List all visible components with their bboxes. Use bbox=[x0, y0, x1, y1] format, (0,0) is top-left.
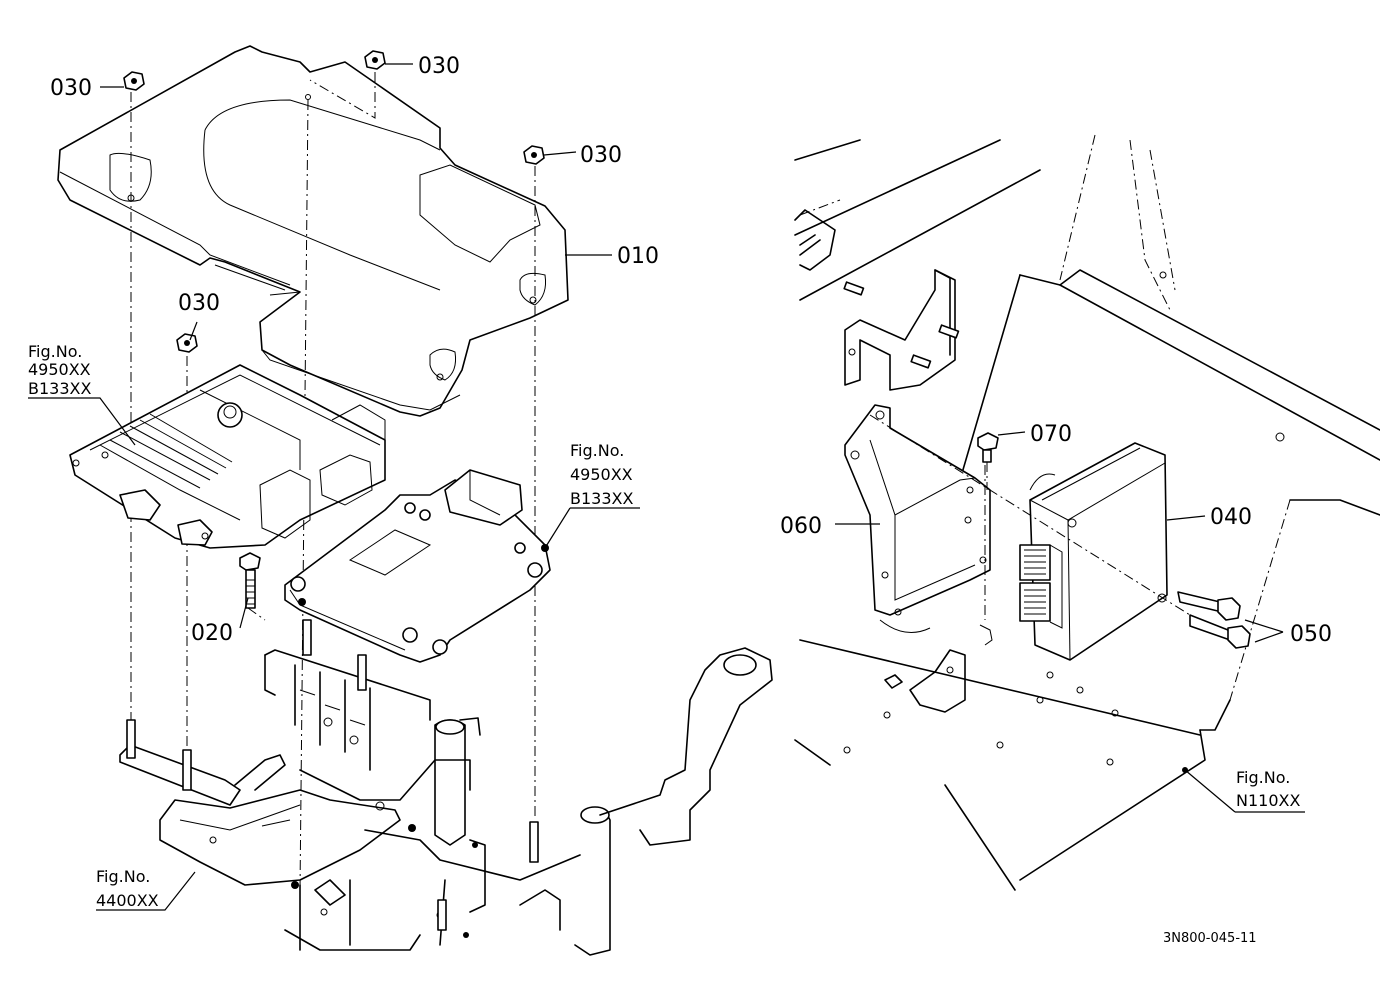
callout-060: 060 bbox=[780, 514, 822, 539]
bolts-050 bbox=[1177, 591, 1251, 649]
nut-icon bbox=[523, 145, 545, 165]
nut-icon bbox=[123, 71, 145, 91]
bracket-060 bbox=[844, 404, 993, 646]
nut-icon bbox=[364, 50, 386, 70]
cover-010 bbox=[57, 45, 569, 417]
leader-lines bbox=[28, 63, 1305, 911]
nut-030-group bbox=[123, 50, 545, 353]
fig-ref-number: B133XX bbox=[570, 489, 633, 508]
fig-ref-number: B133XX bbox=[28, 379, 91, 398]
callout-040: 040 bbox=[1210, 505, 1252, 530]
fig-ref-4400: Fig.No. 4400XX bbox=[96, 867, 159, 910]
fig-ref-label: Fig.No. bbox=[96, 867, 150, 886]
frame-4400 bbox=[119, 647, 773, 956]
fig-ref-number: 4950XX bbox=[570, 465, 633, 484]
fig-ref-number: 4400XX bbox=[96, 891, 159, 910]
fig-ref-label: Fig.No. bbox=[570, 441, 624, 460]
studs bbox=[126, 619, 539, 931]
callout-030: 030 bbox=[418, 54, 460, 79]
small-clip bbox=[884, 649, 966, 713]
fig-ref-number: N110XX bbox=[1236, 791, 1300, 810]
fig-ref-label: Fig.No. bbox=[1236, 768, 1290, 787]
callout-labels: 030 030 030 030 010 020 040 050 060 070 bbox=[50, 54, 1332, 647]
callout-020: 020 bbox=[191, 621, 233, 646]
controller-040 bbox=[869, 414, 1191, 661]
fig-ref-number: 4950XX bbox=[28, 360, 91, 379]
bolt-070 bbox=[977, 432, 999, 490]
controller-bracket-mid bbox=[284, 469, 551, 663]
fig-ref-4950-left: Fig.No. 4950XX B133XX bbox=[28, 342, 91, 398]
upper-bracket bbox=[843, 269, 960, 391]
bolt-020 bbox=[239, 552, 261, 609]
drawing-code: 3N800-045-11 bbox=[1163, 931, 1257, 946]
callout-010: 010 bbox=[617, 244, 659, 269]
fig-ref-4950-mid: Fig.No. 4950XX B133XX bbox=[570, 441, 633, 508]
callout-030: 030 bbox=[50, 76, 92, 101]
mounting-panel bbox=[794, 134, 1380, 891]
nut-icon bbox=[176, 333, 198, 353]
controller-left bbox=[69, 364, 386, 549]
callout-030: 030 bbox=[580, 143, 622, 168]
callout-050: 050 bbox=[1290, 622, 1332, 647]
fig-ref-n110: Fig.No. N110XX bbox=[1236, 768, 1300, 810]
callout-070: 070 bbox=[1030, 422, 1072, 447]
callout-030: 030 bbox=[178, 291, 220, 316]
fig-ref-label: Fig.No. bbox=[28, 342, 82, 361]
